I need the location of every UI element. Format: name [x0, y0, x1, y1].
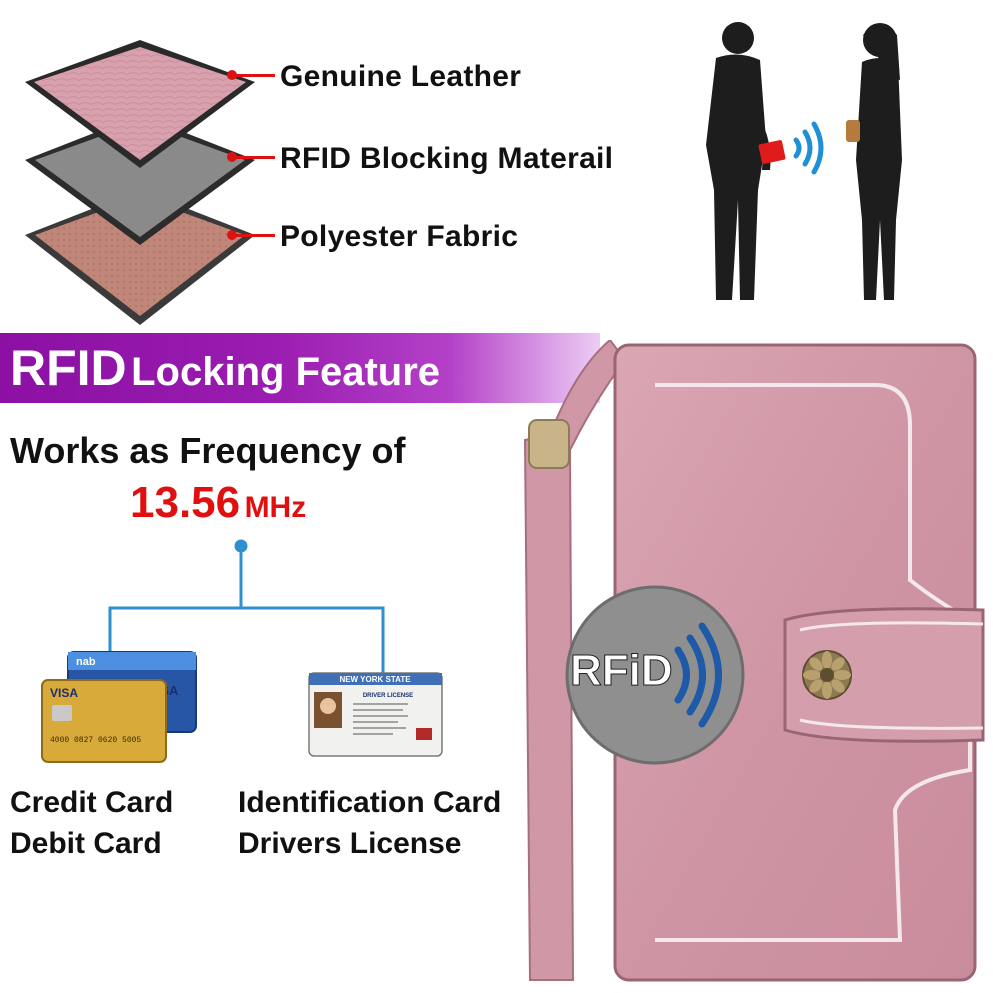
leader-line [235, 74, 275, 77]
genuine-leather-layer [25, 40, 255, 168]
visa-logo: VISA [50, 686, 78, 700]
rfid-badge-text: RFiD [570, 646, 674, 696]
id-type: DRIVER LICENSE [363, 693, 413, 699]
caption-id-line2: Drivers License [238, 827, 462, 860]
person-silhouette-icon [846, 23, 902, 300]
card-number: 4000 0827 0620 5005 [50, 736, 141, 745]
credit-card-illustration: nab VISA VISA 4000 0827 0620 5005 [41, 651, 197, 763]
leader-dot [227, 152, 237, 162]
layer-label-leather: Genuine Leather [280, 60, 522, 93]
rfid-badge-icon [565, 585, 745, 765]
frequency-value: 13.56 MHz [130, 478, 306, 528]
banner-text: Locking Feature [131, 350, 441, 394]
leader-line [235, 234, 275, 237]
caption-id-line1: Identification Card [238, 786, 502, 819]
material-layers-illustration [25, 40, 255, 325]
id-state: NEW YORK STATE [339, 675, 411, 684]
caption-credit-line2: Debit Card [10, 827, 162, 860]
leader-line [235, 156, 275, 159]
polyester-fabric-layer [25, 190, 255, 325]
leader-dot [227, 230, 237, 240]
frequency-number: 13.56 [130, 478, 241, 527]
banner-highlight: RFID [10, 340, 127, 396]
caption-credit-line1: Credit Card [10, 786, 174, 819]
layer-label-fabric: Polyester Fabric [280, 220, 519, 253]
leader-dot [227, 70, 237, 80]
flower-button [802, 650, 852, 700]
rfid-blocking-layer [25, 115, 255, 245]
wireless-signal-icon [793, 121, 824, 175]
wallet-image [523, 340, 985, 982]
caption-id: Identification Card Drivers License [238, 782, 501, 864]
frequency-heading: Works as Frequency of [10, 430, 406, 471]
rfid-card-icon [758, 140, 786, 164]
id-card-illustration: NEW YORK STATE DRIVER LICENSE [308, 672, 443, 757]
banner-title: RFID Locking Feature [10, 333, 440, 403]
frequency-unit: MHz [244, 491, 307, 524]
bank-logo: nab [76, 656, 96, 668]
caption-credit: Credit Card Debit Card [10, 782, 173, 864]
feature-banner [0, 333, 600, 403]
layer-label-rfid: RFID Blocking Materail [280, 142, 614, 175]
